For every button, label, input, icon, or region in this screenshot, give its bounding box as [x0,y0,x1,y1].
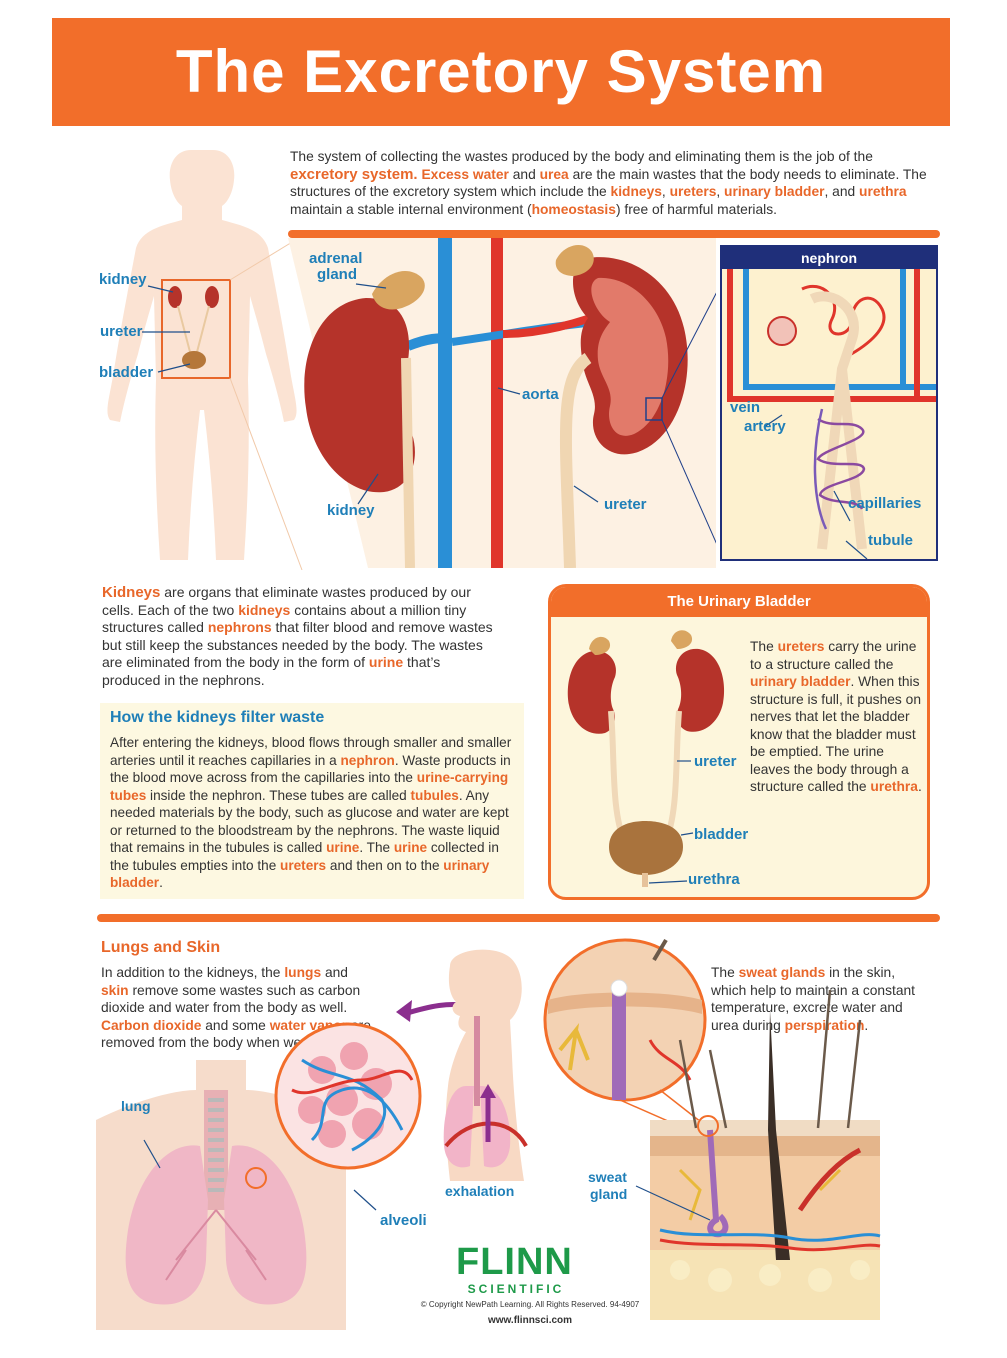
diaphragm-arrow-icon [480,1084,496,1098]
exhale-arrow-icon [396,1000,412,1022]
filter-box: How the kidneys filter waste After enter… [100,703,524,899]
label-bladder-ureter: ureter [694,753,737,770]
kidneys-text: Kidneys are organs that eliminate wastes… [102,584,493,688]
label-kidney: kidney [327,502,375,519]
label-ureter: ureter [604,496,647,513]
label-lung: lung [121,1098,151,1114]
nephron-panel: nephron [720,245,938,561]
bladder-title: The Urinary Bladder [551,587,927,617]
nephron-illustration [727,269,936,559]
skin-illustration [543,938,881,1320]
label-body-bladder: bladder [99,364,154,381]
label-body-kidney: kidney [99,271,147,288]
copyright: © Copyright NewPath Learning. All Rights… [420,1300,640,1309]
small-bladder [182,351,206,369]
divider-bottom [97,914,940,922]
label-artery: artery [744,418,786,435]
adrenal-gland [372,271,425,310]
label-bladder-bladder: bladder [694,826,749,843]
adrenal-gland-right [555,245,594,276]
intro-text: The system of collecting the wastes prod… [290,149,927,217]
bladder-box: The Urinary Bladder ureter bladder ureth… [548,584,930,900]
urinary-illustration [567,630,725,887]
nephron-title: nephron [722,247,936,269]
title-banner: The Excretory System [52,18,950,126]
label-adrenal: adrenal [309,250,363,267]
bladder-kidney-left [567,650,617,734]
lungs-title: Lungs and Skin [101,939,221,956]
label-tubule: tubule [868,532,913,549]
page-title: The Excretory System [175,38,827,105]
alveoli-illustration [274,1022,422,1170]
label-gland-skin: gland [590,1186,628,1202]
label-alveoli: alveoli [380,1212,427,1229]
website-link[interactable]: www.flinnsci.com [487,1315,573,1326]
bladder-text: The ureters carry the urine to a structu… [750,639,922,794]
lung-left [125,1145,208,1305]
small-kidney-right [205,286,219,308]
label-vein: vein [730,399,761,416]
label-gland: gland [317,266,357,283]
brand-logo: FLINN [456,1241,573,1283]
filter-text: After entering the kidneys, blood flows … [110,735,512,890]
label-exhalation: exhalation [445,1183,515,1199]
kidney-left [304,298,415,493]
label-capillaries: capillaries [848,495,922,512]
label-aorta: aorta [522,386,559,403]
label-bladder-urethra: urethra [688,871,740,888]
label-sweat: sweat [588,1169,627,1185]
divider-top [288,230,940,238]
brand-sub: SCIENTIFIC [467,1282,565,1296]
label-body-ureter: ureter [100,323,143,340]
exhalation-illustration [396,949,528,1181]
bladder-organ [609,821,683,875]
kidney-illustration [288,238,716,568]
filter-title: How the kidneys filter waste [110,709,325,726]
small-kidney-left [168,286,182,308]
skin-text: The sweat glands in the skin, which help… [711,965,916,1033]
bladder-kidney-right [675,648,725,732]
lung-right [224,1145,307,1305]
